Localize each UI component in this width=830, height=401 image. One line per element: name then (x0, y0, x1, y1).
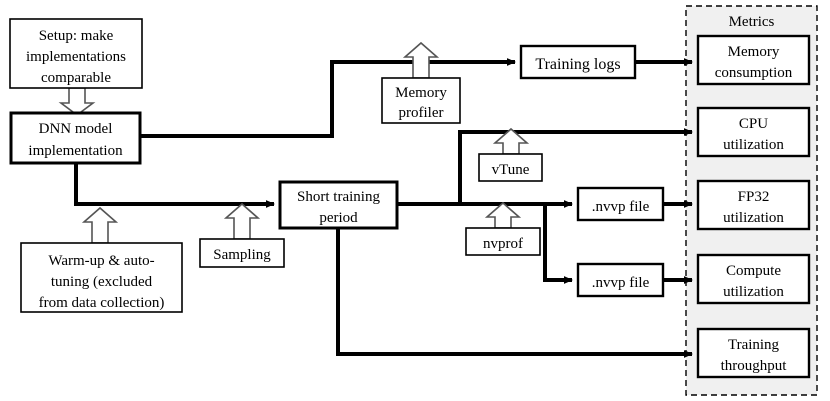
box-memory-profiler-line2: profiler (399, 105, 444, 121)
box-short-training-line1: Short training (297, 189, 380, 205)
box-metric-cpu-rect[interactable] (696, 106, 811, 158)
box-metric-memory-rect[interactable] (696, 34, 811, 86)
box-metric-fp32-utilization[interactable]: FP32 utilization (696, 179, 811, 231)
box-short-training-line2: period (319, 210, 358, 226)
box-memory-profiler-line1: Memory (395, 85, 447, 101)
box-metric-memory-line2: consumption (715, 65, 793, 81)
box-warmup-rect[interactable] (20, 242, 183, 313)
hollow-arrows (58, 41, 530, 244)
box-setup-rect[interactable] (9, 18, 143, 89)
solid-connectors (74, 58, 693, 358)
box-metric-fp32-rect[interactable] (696, 179, 811, 231)
metrics-panel-title: Metrics (729, 14, 775, 30)
box-nvprof[interactable]: nvprof (465, 227, 541, 256)
hollow-arrow-warmup-up (81, 206, 119, 244)
box-setup[interactable]: Setup: make implementations comparable (9, 18, 143, 89)
box-metric-memory-consumption[interactable]: Memory consumption (696, 34, 811, 86)
hollow-arrow-sampling-up (223, 202, 261, 240)
box-nvprof-label: nvprof (483, 236, 523, 252)
hollow-arrow-vtune-up (492, 127, 530, 155)
edge-short-training-to-throughput (336, 228, 693, 358)
box-dnn-model[interactable]: DNN model implementation (9, 111, 142, 165)
box-nvvp-file-1-label: .nvvp file (592, 199, 650, 215)
box-vtune[interactable]: vTune (478, 153, 543, 182)
box-metric-memory-line1: Memory (728, 44, 780, 60)
box-metric-compute-utilization[interactable]: Compute utilization (696, 253, 811, 305)
box-memory-profiler[interactable]: Memory profiler (381, 77, 461, 124)
box-nvvp-file-1-rect[interactable] (576, 186, 665, 222)
hollow-arrow-memory-profiler-up (402, 41, 440, 79)
box-nvvp-file-2[interactable]: .nvvp file (576, 262, 665, 298)
box-metric-throughput-line2: throughput (721, 358, 788, 374)
hollow-arrow-nvprof-up (484, 201, 522, 229)
edge-short-training-to-cpu (397, 128, 693, 206)
box-short-training-rect[interactable] (278, 180, 399, 230)
box-nvvp-file-2-rect[interactable] (576, 262, 665, 298)
edge-dnn-to-short-training (74, 163, 275, 208)
box-setup-line3: comparable (41, 70, 111, 86)
box-sampling-rect[interactable] (199, 238, 285, 268)
box-metric-compute-rect[interactable] (696, 253, 811, 305)
box-sampling-label: Sampling (213, 247, 271, 263)
box-training-logs-label: Training logs (535, 56, 620, 73)
box-nvvp-file-1[interactable]: .nvvp file (576, 186, 665, 222)
box-dnn-model-line1: DNN model (39, 121, 113, 137)
box-training-logs-rect[interactable] (519, 44, 637, 80)
edge-short-training-to-nvvp2 (543, 204, 573, 284)
box-nvprof-rect[interactable] (465, 227, 541, 256)
box-metric-compute-line1: Compute (726, 263, 781, 279)
box-dnn-model-line2: implementation (28, 143, 123, 159)
box-sampling[interactable]: Sampling (199, 238, 285, 268)
box-dnn-model-rect[interactable] (9, 111, 142, 165)
box-metric-cpu-utilization[interactable]: CPU utilization (696, 106, 811, 158)
box-metric-cpu-line1: CPU (739, 116, 768, 132)
box-metric-fp32-line1: FP32 (738, 189, 770, 205)
box-warmup-line2: tuning (excluded (51, 274, 153, 290)
box-setup-line2: implementations (26, 49, 126, 65)
hollow-arrow-setup-to-dnn (58, 87, 96, 116)
box-metric-cpu-line2: utilization (723, 137, 784, 153)
box-metric-throughput-line1: Training (728, 337, 780, 353)
box-vtune-label: vTune (492, 162, 530, 178)
box-memory-profiler-rect[interactable] (381, 77, 461, 124)
box-short-training[interactable]: Short training period (278, 180, 399, 230)
box-warmup-line1: Warm-up & auto- (48, 253, 154, 269)
box-vtune-rect[interactable] (478, 153, 543, 182)
box-metric-training-throughput[interactable]: Training throughput (696, 327, 811, 379)
box-setup-line1: Setup: make (39, 28, 114, 44)
box-metric-throughput-rect[interactable] (696, 327, 811, 379)
box-nvvp-file-2-label: .nvvp file (592, 275, 650, 291)
box-warmup-line3: from data collection) (39, 295, 165, 311)
box-metric-fp32-line2: utilization (723, 210, 784, 226)
box-training-logs[interactable]: Training logs (519, 44, 637, 80)
box-warmup[interactable]: Warm-up & auto- tuning (excluded from da… (20, 242, 183, 313)
box-metric-compute-line2: utilization (723, 284, 784, 300)
